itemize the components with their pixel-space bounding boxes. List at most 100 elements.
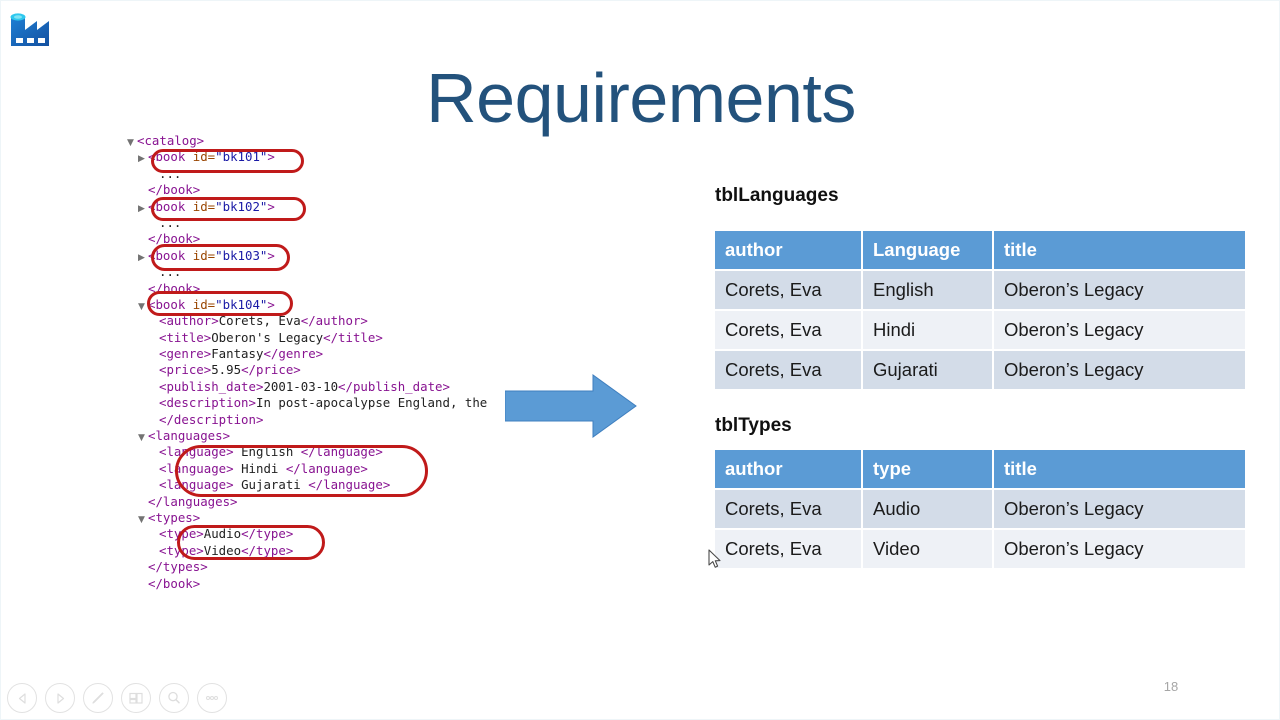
chevron-down-icon[interactable]: ▼ [138, 301, 145, 312]
xml-line: </description> [127, 412, 547, 428]
zoom-button[interactable] [159, 683, 189, 713]
xml-tag: </type> [241, 526, 294, 542]
xml-attr: id= [192, 149, 216, 165]
xml-tag: <author> [159, 313, 219, 329]
xml-code-block: ▼<catalog>▶<book id="bk101">...</book>▶<… [127, 133, 547, 592]
xml-text: Video [203, 542, 242, 558]
triangle-right-icon [54, 692, 67, 705]
cell-title: Oberon’s Legacy [994, 271, 1245, 309]
xml-tag: <book [148, 247, 193, 263]
xml-line: ▼<types> [127, 510, 547, 526]
cell-title: Oberon’s Legacy [994, 490, 1245, 528]
cell-author: Corets, Eva [715, 351, 861, 389]
xml-tag: <book [148, 296, 193, 312]
chevron-right-icon[interactable]: ▶ [138, 154, 145, 165]
pen-tool-button[interactable] [83, 683, 113, 713]
xml-line: ... [127, 215, 547, 231]
factory-icon [7, 7, 63, 55]
xml-tag: </language> [308, 477, 391, 493]
xml-tag: <languages> [148, 428, 231, 444]
xml-tag: </types> [148, 559, 208, 575]
xml-tag: </language> [300, 444, 383, 460]
xml-val: "bk104" [215, 296, 268, 312]
xml-tag: <title> [159, 329, 212, 345]
xml-text: ... [159, 264, 182, 280]
xml-line: </book> [127, 576, 547, 592]
xml-line: </types> [127, 559, 547, 575]
xml-tag: <language> [159, 444, 234, 460]
xml-tag: </description> [159, 411, 264, 427]
xml-text: Corets, Eva [218, 313, 301, 329]
table-header-row: author type title [715, 450, 1245, 488]
column-header-author: author [715, 231, 861, 269]
xml-tag: > [267, 149, 275, 165]
previous-slide-button[interactable] [7, 683, 37, 713]
chevron-right-icon[interactable]: ▶ [138, 252, 145, 263]
xml-line: <publish_date>2001-03-10</publish_date> [127, 379, 547, 395]
column-header-title: title [994, 231, 1245, 269]
xml-tag: <description> [159, 395, 256, 411]
more-options-button[interactable] [197, 683, 227, 713]
xml-tag: </book> [148, 182, 201, 198]
xml-attr: id= [192, 247, 216, 263]
xml-line: <type>Audio</type> [127, 526, 547, 542]
xml-line: ... [127, 264, 547, 280]
cell-title: Oberon’s Legacy [994, 311, 1245, 349]
xml-line: ▼<languages> [127, 428, 547, 444]
xml-tag: </book> [148, 231, 201, 247]
xml-text: Hindi [233, 460, 286, 476]
xml-line: <type>Video</type> [127, 543, 547, 559]
xml-tag: <type> [159, 526, 204, 542]
xml-text: 2001-03-10 [263, 378, 339, 394]
table-row: Corets, Eva English Oberon’s Legacy [715, 271, 1245, 309]
xml-tag: <catalog> [137, 133, 205, 148]
xml-tag: <types> [148, 509, 201, 525]
cell-language: Hindi [863, 311, 992, 349]
xml-text: English [233, 444, 301, 460]
next-slide-button[interactable] [45, 683, 75, 713]
xml-text: Audio [203, 526, 242, 542]
xml-tag: </price> [241, 362, 301, 378]
xml-tag: <book [148, 198, 193, 214]
xml-line: <title>Oberon's Legacy</title> [127, 330, 547, 346]
cell-author: Corets, Eva [715, 311, 861, 349]
table-row: Corets, Eva Audio Oberon’s Legacy [715, 490, 1245, 528]
xml-tag: <price> [159, 362, 212, 378]
xml-tag: </genre> [263, 346, 324, 362]
xml-tag: <language> [159, 477, 234, 493]
xml-attr: id= [192, 198, 216, 214]
xml-line: <genre>Fantasy</genre> [127, 346, 547, 362]
xml-line: <language> Hindi </language> [127, 461, 547, 477]
xml-tag: </title> [323, 329, 383, 345]
xml-attr: id= [192, 296, 216, 312]
xml-tag: > [267, 198, 275, 214]
cell-title: Oberon’s Legacy [994, 530, 1245, 568]
triangle-left-icon [16, 692, 29, 705]
xml-tag: </language> [285, 460, 368, 476]
xml-text: 5.95 [211, 362, 242, 378]
column-header-language: Language [863, 231, 992, 269]
xml-line: </book> [127, 231, 547, 247]
xml-tag: </author> [300, 313, 368, 329]
table-caption-types: tblTypes [715, 415, 792, 436]
player-toolbar [7, 683, 227, 713]
xml-text: Oberon's Legacy [211, 329, 324, 345]
ellipsis-icon [204, 695, 220, 701]
xml-tag: </book> [148, 280, 201, 296]
column-header-title: title [994, 450, 1245, 488]
magnifier-icon [166, 690, 182, 706]
chevron-right-icon[interactable]: ▶ [138, 203, 145, 214]
chevron-down-icon[interactable]: ▼ [138, 514, 145, 525]
chevron-down-icon[interactable]: ▼ [138, 433, 145, 444]
xml-line: <language> English </language> [127, 444, 547, 460]
column-header-author: author [715, 450, 861, 488]
xml-tag: <book [148, 149, 193, 165]
xml-tag: <publish_date> [159, 378, 264, 394]
cell-author: Corets, Eva [715, 271, 861, 309]
xml-line: ▶<book id="bk101"> [127, 149, 547, 165]
chevron-down-icon[interactable]: ▼ [127, 138, 134, 148]
slide-overview-button[interactable] [121, 683, 151, 713]
tbl-languages: author Language title Corets, Eva Englis… [713, 229, 1247, 391]
xml-text: ... [159, 165, 182, 181]
